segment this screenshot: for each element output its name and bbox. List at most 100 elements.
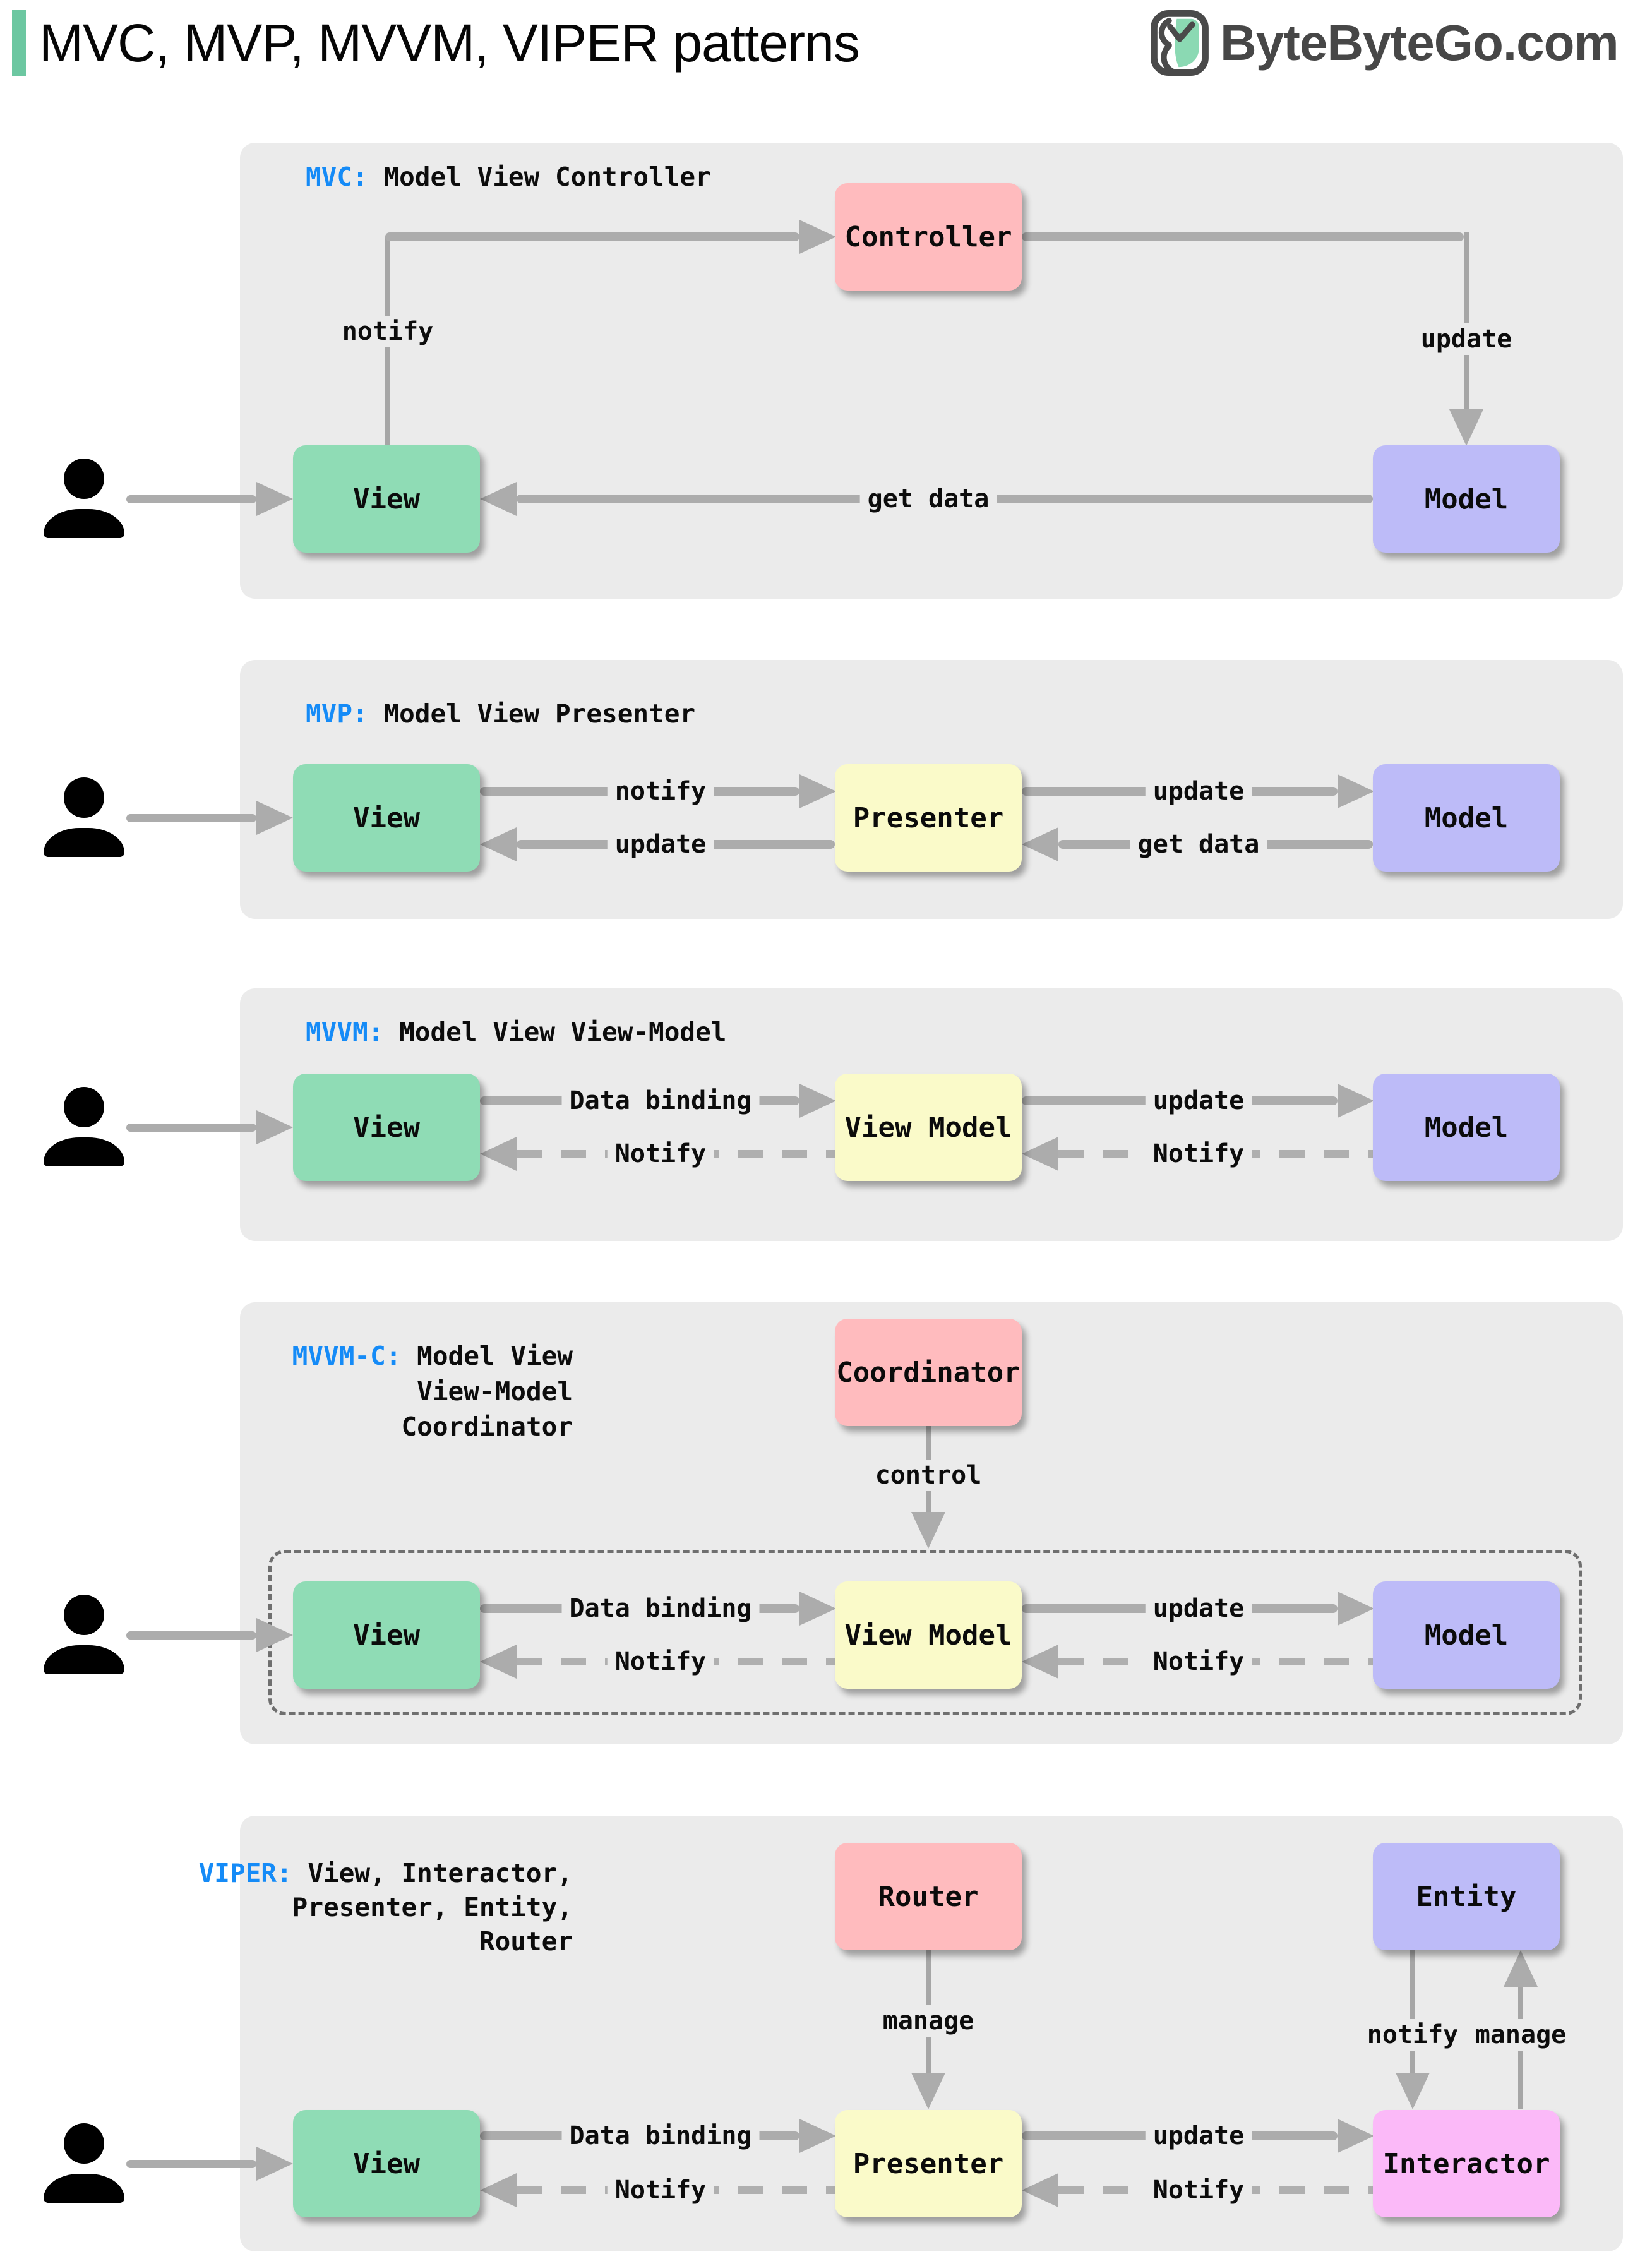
- mvvmc-notify-view-arrowhead: [480, 1645, 517, 1679]
- panel-mvp-keyword: MVP:: [306, 698, 368, 729]
- mvp-notify-label: notify: [607, 776, 714, 807]
- person-body: [44, 828, 124, 857]
- mvvm-view-box: View: [293, 1074, 480, 1181]
- mvp-user-arrow-line: [126, 814, 256, 822]
- panel-mvvmc-title-line1: MVVM-C: Model View: [292, 1341, 573, 1371]
- mvvmc-user-arrowhead: [256, 1618, 293, 1652]
- mvp-model-box: Model: [1373, 764, 1560, 872]
- panel-viper-title-line2: Presenter, Entity,: [292, 1892, 573, 1922]
- mvc-user-arrowhead: [256, 482, 293, 516]
- mvc-update-line-horizontal: [1022, 232, 1464, 241]
- mvvm-notify-view-arrowhead: [480, 1137, 517, 1171]
- mvvmc-viewmodel-box: View Model: [835, 1581, 1022, 1689]
- viper-manage-entity-arrowhead: [1504, 1950, 1538, 1987]
- panel-mvvmc-keyword: MVVM-C:: [292, 1341, 402, 1371]
- mvvm-notify-vm-arrowhead: [1022, 1137, 1058, 1171]
- person-icon: [44, 2123, 124, 2203]
- person-icon: [44, 459, 124, 538]
- person-icon: [44, 777, 124, 857]
- mvp-getdata-label: get data: [1130, 829, 1267, 860]
- viper-manage-entity-label: manage: [1467, 2019, 1574, 2051]
- viper-user-arrowhead: [256, 2147, 293, 2181]
- bytebytego-owl-icon: [1151, 10, 1209, 76]
- person-body: [44, 2174, 124, 2203]
- person-icon: [44, 1595, 124, 1674]
- mvvmc-notify-vm-label: Notify: [1145, 1646, 1252, 1677]
- viper-interactor-box: Interactor: [1373, 2110, 1560, 2217]
- panel-mvp-title: MVP: Model View Presenter: [306, 698, 696, 729]
- panel-mvvmc-title-line3: Coordinator: [401, 1412, 573, 1442]
- person-body: [44, 1645, 124, 1674]
- mvvmc-update-label: update: [1145, 1593, 1252, 1624]
- mvvmc-update-arrowhead: [1338, 1592, 1374, 1626]
- mvvm-user-arrow-line: [126, 1124, 256, 1132]
- mvvm-notify-view-label: Notify: [607, 1138, 714, 1170]
- viper-user-arrow-line: [126, 2160, 256, 2168]
- mvvm-user-arrowhead: [256, 1110, 293, 1144]
- mvvmc-coordinator-box: Coordinator: [835, 1319, 1022, 1426]
- mvc-notify-line-horizontal: [385, 232, 799, 241]
- mvvm-update-arrowhead: [1338, 1084, 1374, 1118]
- mvvm-notify-vm-label: Notify: [1145, 1138, 1252, 1170]
- viper-databinding-arrowhead: [799, 2119, 836, 2153]
- person-body: [44, 509, 124, 538]
- person-head: [64, 1087, 104, 1127]
- viper-entity-box: Entity: [1373, 1843, 1560, 1950]
- mvc-view-box: View: [293, 445, 480, 553]
- mvc-update-line: [1464, 232, 1469, 409]
- viper-manage-router-label: manage: [875, 2005, 982, 2037]
- viper-notify-presenter-arrowhead: [1022, 2173, 1058, 2207]
- viper-update-arrowhead: [1338, 2119, 1374, 2153]
- mvp-user-arrowhead: [256, 801, 293, 835]
- viper-view-box: View: [293, 2110, 480, 2217]
- panel-mvvmc-title: MVVM-C: Model View View-Model Coordinato…: [282, 1338, 573, 1444]
- mvvm-databinding-arrowhead: [799, 1084, 836, 1118]
- viper-notify-entity-label: notify: [1359, 2019, 1466, 2051]
- viper-notify-presenter-label: Notify: [1145, 2174, 1252, 2206]
- viper-databinding-label: Data binding: [561, 2120, 760, 2152]
- page-title: MVC, MVP, MVVM, VIPER patterns: [39, 13, 860, 73]
- mvc-user-arrow-line: [126, 495, 256, 503]
- mvp-update-model-label: update: [1145, 776, 1252, 807]
- mvp-update-view-arrowhead: [480, 827, 517, 861]
- person-head: [64, 2123, 104, 2164]
- mvvmc-notify-vm-arrowhead: [1022, 1645, 1058, 1679]
- mvc-getdata-label: get data: [859, 483, 997, 515]
- viper-manage-router-arrowhead: [911, 2073, 945, 2109]
- panel-viper-title-line1: VIPER: View, Interactor,: [198, 1858, 573, 1888]
- viper-notify-view-label: Notify: [607, 2174, 714, 2206]
- panel-viper-title-line3: Router: [479, 1926, 573, 1957]
- mvvm-databinding-label: Data binding: [561, 1085, 760, 1117]
- bytebytego-logo: ByteByteGo.com: [1151, 9, 1619, 77]
- mvc-update-label: update: [1413, 323, 1520, 355]
- mvc-notify-arrowhead: [799, 220, 836, 254]
- mvvmc-databinding-label: Data binding: [561, 1593, 760, 1624]
- person-head: [64, 459, 104, 499]
- panel-mvvm-title: MVVM: Model View View-Model: [306, 1017, 727, 1047]
- panel-viper-keyword: VIPER:: [198, 1858, 292, 1888]
- viper-update-label: update: [1145, 2120, 1252, 2152]
- mvp-presenter-box: Presenter: [835, 764, 1022, 872]
- panel-mvvm-keyword: MVVM:: [306, 1017, 384, 1047]
- mvvm-viewmodel-box: View Model: [835, 1074, 1022, 1181]
- mvc-update-arrowhead: [1449, 409, 1483, 446]
- person-body: [44, 1137, 124, 1166]
- bytebytego-logo-text: ByteByteGo.com: [1220, 15, 1619, 71]
- mvp-update-model-arrowhead: [1338, 774, 1374, 808]
- mvvmc-control-label: control: [867, 1460, 990, 1491]
- panel-mvc-keyword: MVC:: [306, 162, 368, 192]
- viper-notify-entity-arrowhead: [1396, 2073, 1430, 2109]
- mvc-model-box: Model: [1373, 445, 1560, 553]
- panel-mvvmc-title-line2: View-Model: [417, 1376, 573, 1406]
- mvc-controller-box: Controller: [835, 183, 1022, 291]
- mvp-view-box: View: [293, 764, 480, 872]
- panel-viper-title: VIPER: View, Interactor, Presenter, Enti…: [188, 1856, 573, 1958]
- mvvm-model-box: Model: [1373, 1074, 1560, 1181]
- person-head: [64, 777, 104, 818]
- viper-notify-view-arrowhead: [480, 2173, 517, 2207]
- title-accent-bar: [12, 10, 26, 76]
- viper-notify-entity-line: [1410, 1950, 1415, 2073]
- viper-router-box: Router: [835, 1843, 1022, 1950]
- mvvmc-control-arrowhead: [911, 1512, 945, 1549]
